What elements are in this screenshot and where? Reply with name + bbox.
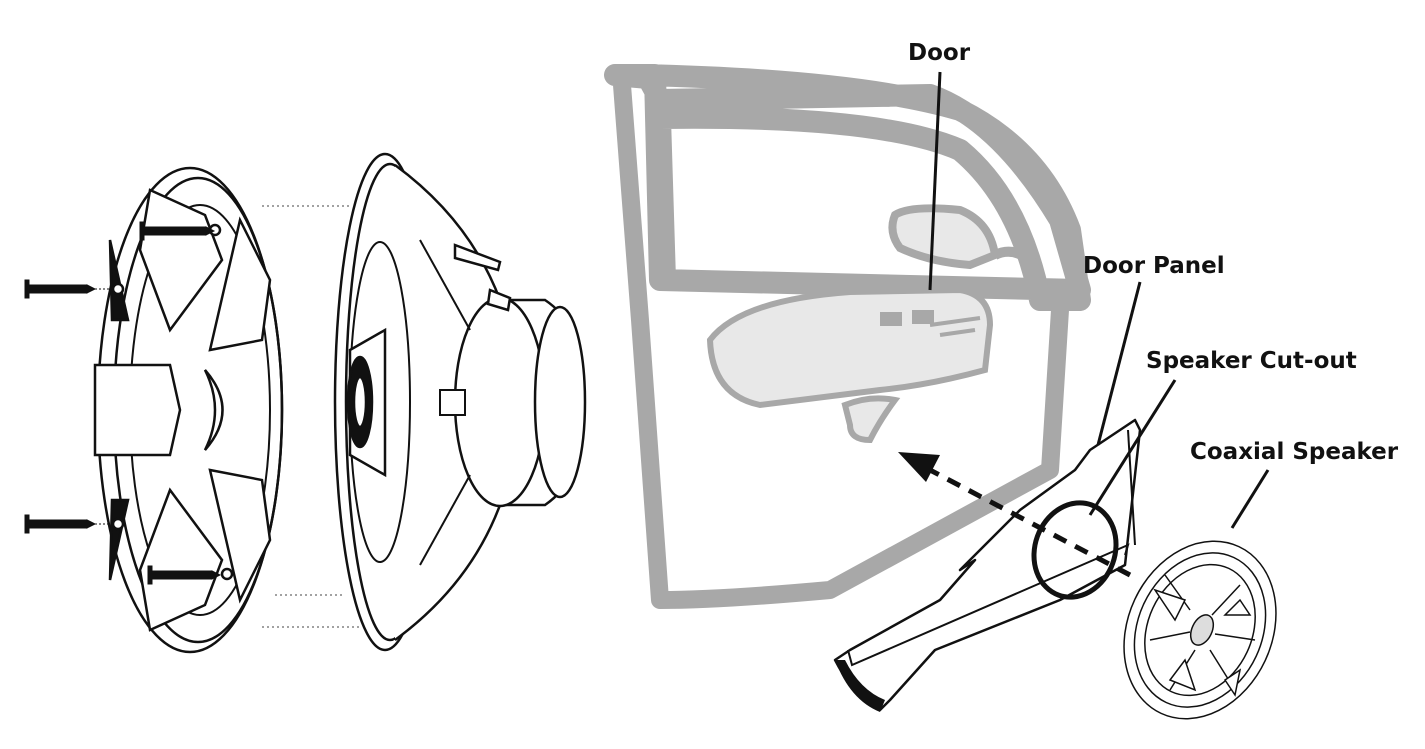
insertion-arrow-icon bbox=[898, 452, 1132, 578]
alignment-lines bbox=[262, 205, 360, 628]
leader-door-panel bbox=[1096, 281, 1142, 446]
leader-lines bbox=[928, 71, 1270, 529]
label-coaxial-speaker: Coaxial Speaker bbox=[1190, 439, 1399, 465]
screw-top bbox=[139, 221, 216, 241]
coaxial-speaker-icon bbox=[333, 152, 587, 652]
leader-speaker-cutout bbox=[1088, 379, 1177, 516]
screw-icon bbox=[24, 221, 222, 585]
car-door bbox=[604, 64, 1091, 609]
exploded-speaker-assembly bbox=[24, 152, 587, 654]
side-mirror bbox=[888, 204, 1000, 270]
door-body bbox=[613, 84, 1069, 609]
screw-left-lower bbox=[24, 514, 114, 534]
door-armrest bbox=[706, 286, 994, 409]
screw-left-upper bbox=[24, 279, 114, 299]
door-pull-handle bbox=[841, 395, 901, 444]
door-panel bbox=[833, 418, 1142, 712]
leader-door bbox=[928, 71, 942, 291]
leader-coaxial-speaker bbox=[1230, 469, 1270, 529]
label-door-panel: Door Panel bbox=[1083, 253, 1225, 279]
coaxial-speaker-small-icon bbox=[1123, 540, 1277, 720]
label-door: Door bbox=[908, 40, 971, 66]
label-speaker-cutout: Speaker Cut-out bbox=[1146, 348, 1357, 374]
screw-bottom bbox=[147, 565, 222, 585]
speaker-grille-icon bbox=[93, 166, 284, 654]
speaker-cutout-hole bbox=[1031, 500, 1119, 600]
door-panel-edge bbox=[835, 660, 885, 712]
door-frame bbox=[604, 64, 1091, 311]
